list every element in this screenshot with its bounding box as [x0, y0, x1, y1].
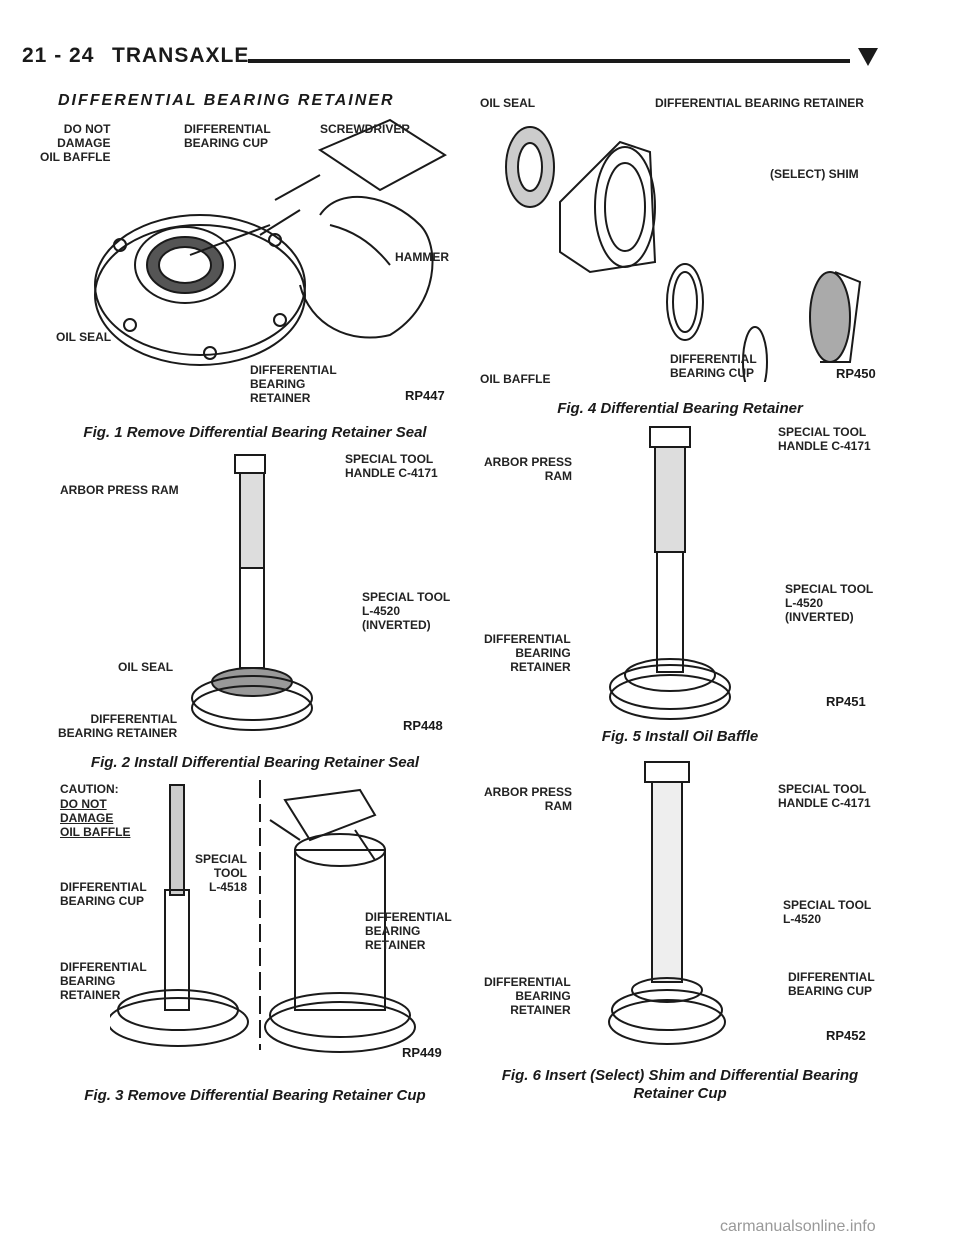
fig6-label-ram: ARBOR PRESS RAM	[484, 785, 573, 813]
fig2-code: RP448	[403, 718, 443, 733]
fig1-label-do-not-damage: DO NOT DAMAGE OIL BAFFLE	[40, 122, 111, 164]
fig1-code: RP447	[405, 388, 445, 403]
fig3-label-caution: CAUTION:	[60, 782, 119, 796]
fig4-label-shim: (SELECT) SHIM	[770, 167, 859, 181]
fig5-caption: Fig. 5 Install Oil Baffle	[601, 728, 759, 745]
fig4-label-retainer: DIFFERENTIAL BEARING RETAINER	[655, 96, 864, 110]
fig2-label-handle: SPECIAL TOOL HANDLE C-4171	[345, 452, 438, 480]
fig4-code: RP450	[836, 366, 876, 381]
fig1-label-hammer: HAMMER	[395, 250, 449, 264]
section-title: TRANSAXLE	[112, 44, 250, 67]
fig3-label-tool: SPECIAL TOOL L-4518	[195, 852, 248, 894]
fig2-label-oil-seal: OIL SEAL	[118, 660, 174, 674]
fig5-label-handle: SPECIAL TOOL HANDLE C-4171	[778, 425, 871, 453]
fig4-label-baffle: OIL BAFFLE	[480, 372, 551, 386]
header-rule	[248, 59, 850, 63]
fig4-label-cup: DIFFERENTIAL BEARING CUP	[670, 352, 757, 380]
fig6-label-tool: SPECIAL TOOL L-4520	[783, 898, 872, 926]
fig3-label-retainer-left: DIFFERENTIAL BEARING RETAINER	[60, 960, 147, 1002]
fig4-label-oil-seal: OIL SEAL	[480, 96, 536, 110]
triangle-down-icon	[858, 48, 878, 66]
fig6-illustration	[608, 761, 726, 1045]
fig5-label-retainer: DIFFERENTIAL BEARING RETAINER	[484, 632, 571, 674]
fig5-code: RP451	[826, 694, 866, 709]
fig6-label-handle: SPECIAL TOOL HANDLE C-4171	[778, 782, 871, 810]
fig2-illustration	[191, 454, 313, 731]
fig1-label-screwdriver: SCREWDRIVER	[320, 122, 411, 136]
fig3-label-retainer-right: DIFFERENTIAL BEARING RETAINER	[365, 910, 452, 952]
fig5-label-ram: ARBOR PRESS RAM	[484, 455, 573, 483]
fig3-illustration	[110, 780, 416, 1053]
fig4-caption: Fig. 4 Differential Bearing Retainer	[557, 400, 803, 417]
fig3-caption: Fig. 3 Remove Differential Bearing Retai…	[84, 1087, 426, 1104]
fig1-label-oil-seal: OIL SEAL	[56, 330, 112, 344]
section-heading: DIFFERENTIAL BEARING RETAINER	[58, 92, 395, 109]
fig6-code: RP452	[826, 1028, 866, 1043]
fig4-illustration	[505, 126, 862, 382]
fig1-illustration	[94, 118, 447, 366]
page-number: 21 - 24	[22, 44, 95, 67]
fig3-code: RP449	[402, 1045, 442, 1060]
fig3-label-caution-text: DO NOT DAMAGE OIL BAFFLE	[60, 797, 131, 839]
fig2-caption: Fig. 2 Install Differential Bearing Reta…	[90, 754, 420, 771]
fig1-caption: Fig. 1 Remove Differential Bearing Retai…	[83, 424, 427, 441]
fig6-caption: Fig. 6 Insert (Select) Shim and Differen…	[501, 1067, 859, 1102]
fig1-label-retainer: DIFFERENTIAL BEARING RETAINER	[250, 363, 337, 405]
fig2-label-tool: SPECIAL TOOL L-4520 (INVERTED)	[362, 590, 451, 632]
fig3-label-cup: DIFFERENTIAL BEARING CUP	[60, 880, 147, 908]
fig5-label-tool: SPECIAL TOOL L-4520 (INVERTED)	[785, 582, 874, 624]
fig5-illustration	[609, 426, 731, 720]
fig2-label-retainer: DIFFERENTIAL BEARING RETAINER	[58, 712, 178, 740]
fig6-label-retainer: DIFFERENTIAL BEARING RETAINER	[484, 975, 571, 1017]
fig6-label-cup: DIFFERENTIAL BEARING CUP	[788, 970, 875, 998]
watermark: carmanualsonline.info	[720, 1218, 876, 1235]
fig2-label-ram: ARBOR PRESS RAM	[60, 483, 179, 497]
fig1-label-cup: DIFFERENTIAL BEARING CUP	[184, 122, 271, 150]
